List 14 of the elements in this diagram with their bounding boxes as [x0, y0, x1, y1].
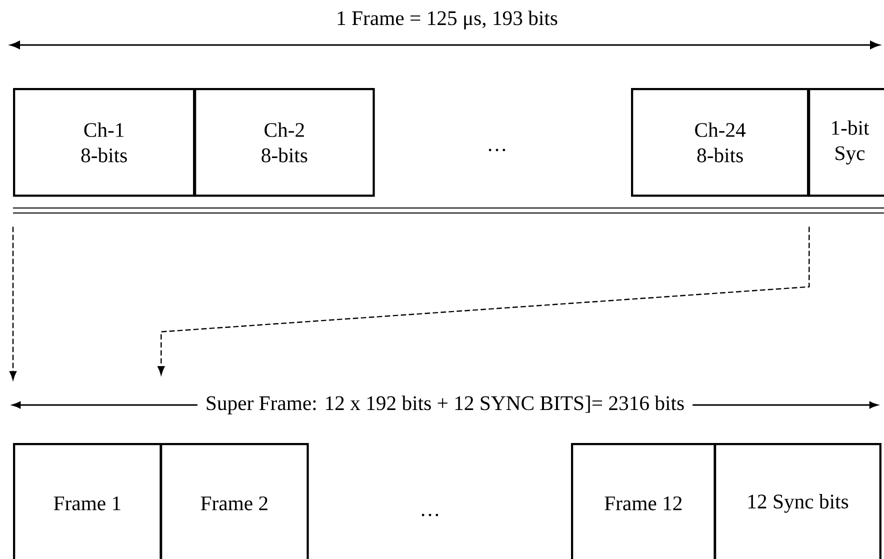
ellipsis: …	[422, 514, 438, 516]
frame-box: Frame 1	[13, 442, 162, 559]
frame-box: Ch-1 8-bits	[13, 88, 196, 197]
frame-box: Frame 12	[571, 442, 716, 559]
dimension-label: Super Frame: 12 x 192 bits + 12 SYNC BITS]= 2316 bits	[197, 396, 693, 414]
frame-box: 12 Sync bits	[714, 442, 882, 559]
dashed-arrow	[158, 226, 810, 375]
dashed-arrow	[9, 226, 17, 380]
frame-box: Ch-24 8-bits	[631, 88, 810, 197]
dimension-label: 1 Frame = 125 μs, 193 bits	[338, 10, 558, 30]
frame-box: 1-bit Syc	[808, 88, 884, 197]
frame-box: Frame 2	[160, 442, 309, 559]
frame-box: Ch-2 8-bits	[194, 88, 375, 197]
ellipsis: …	[488, 148, 506, 152]
